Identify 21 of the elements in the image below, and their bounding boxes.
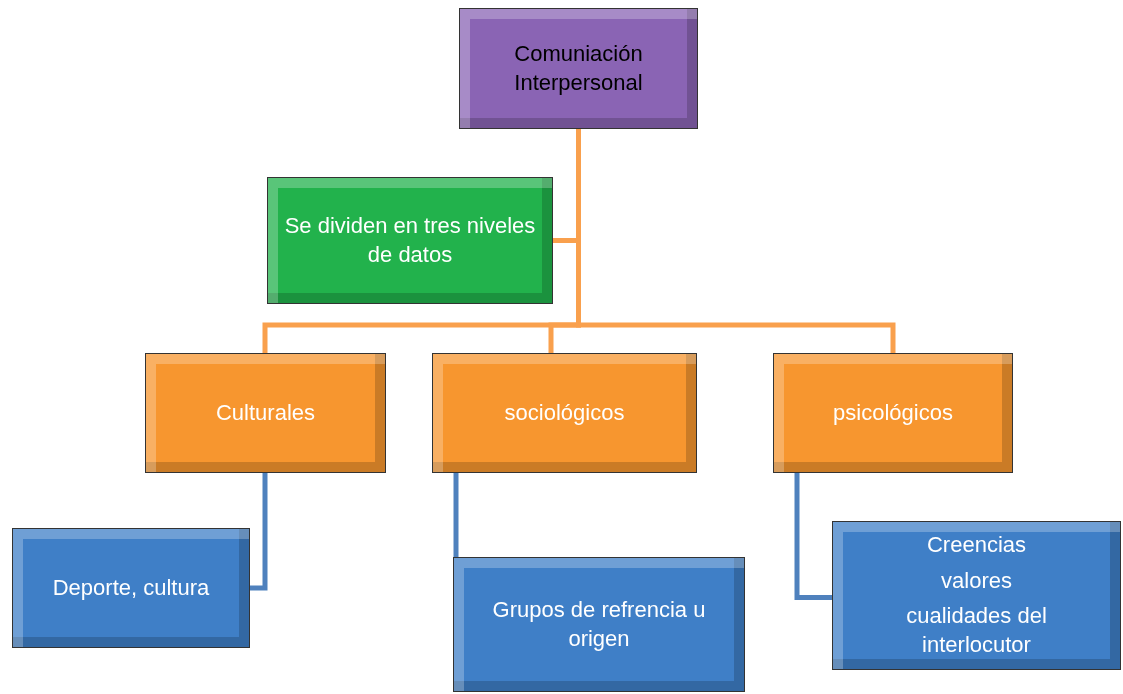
box-text: Se dividen en tres niveles de datos xyxy=(283,211,537,269)
box-text: Deporte, cultura xyxy=(52,573,210,602)
category-box xyxy=(773,353,1013,473)
box-text: valores xyxy=(941,566,1012,595)
box-text: Comuniación Interpersonal xyxy=(513,39,644,97)
detail-box xyxy=(453,557,745,692)
detail-box xyxy=(832,521,1121,670)
category-box xyxy=(145,353,386,473)
box-text: cualidades del interlocutor xyxy=(905,602,1048,659)
category-box xyxy=(432,353,697,473)
detail-box xyxy=(12,528,250,648)
box-text: sociológicos xyxy=(504,398,625,427)
box-text: Creencias xyxy=(926,531,1026,560)
box-text: Culturales xyxy=(215,398,315,427)
note-box xyxy=(267,177,553,304)
connector-line xyxy=(794,473,832,600)
connector-line xyxy=(250,473,268,591)
topic-box xyxy=(459,8,698,129)
connector-line xyxy=(453,473,459,557)
box-text: Grupos de refrencia u origen xyxy=(491,595,707,653)
box-text: psicológicos xyxy=(833,398,953,427)
